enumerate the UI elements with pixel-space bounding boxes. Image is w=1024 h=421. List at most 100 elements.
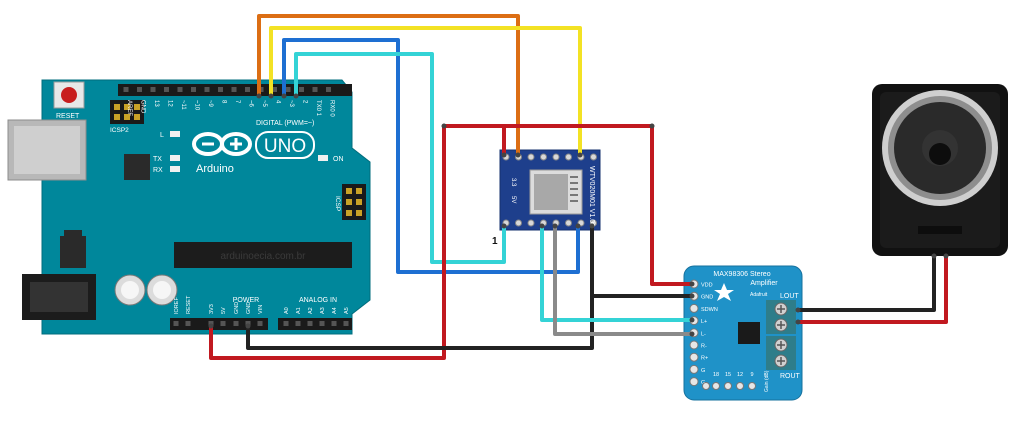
analog-pin-hole xyxy=(331,321,337,326)
lout-label: LOUT xyxy=(780,293,799,300)
digital-pin-label: 4 xyxy=(275,100,281,104)
amp-pin-label: R+ xyxy=(701,356,708,362)
power-pin-label: RESET xyxy=(186,295,192,314)
wire-end-dot xyxy=(689,293,695,299)
analog-pin-hole xyxy=(343,321,349,326)
analog-pin-hole xyxy=(295,321,301,326)
power-pin-hole xyxy=(185,321,191,326)
power-pin-hole xyxy=(220,321,226,326)
uno-text: UNO xyxy=(264,136,306,157)
wire-end-dot xyxy=(931,253,937,259)
gain-pad xyxy=(736,382,744,390)
uno-badge xyxy=(255,131,315,159)
wire-end-dot xyxy=(649,123,655,129)
wire-end-dot xyxy=(281,93,287,99)
speaker xyxy=(872,84,1008,256)
gain-value-label: 9 xyxy=(750,372,753,378)
module-pin-top xyxy=(590,153,597,161)
digital-pin-hole xyxy=(272,87,277,92)
reset-label: RESET xyxy=(56,113,80,120)
wire-yellow xyxy=(269,26,582,157)
power-pin-label: GND xyxy=(234,302,240,314)
gain-value-label: 15 xyxy=(725,372,731,378)
screw-rout-2 xyxy=(774,354,788,368)
power-pin-hole xyxy=(173,321,179,326)
digital-pin-hole xyxy=(326,87,331,92)
voltage-regulator xyxy=(60,236,86,268)
digital-pin-label: AREF xyxy=(126,100,132,116)
analog-pin-label: A5 xyxy=(344,307,350,314)
wire-cyan xyxy=(294,52,506,264)
wire-end-dot xyxy=(441,123,447,129)
amp-pin xyxy=(689,377,699,387)
amp-pin xyxy=(689,364,699,374)
module-3v3-label: 3.3 xyxy=(510,178,516,187)
wire-end-dot xyxy=(689,331,695,337)
wire-endpoints xyxy=(208,93,949,337)
wire-end-dot xyxy=(943,253,949,259)
led-on-label: ON xyxy=(333,156,344,163)
wire-end-dot xyxy=(539,223,545,229)
wire-end-dot xyxy=(256,93,262,99)
analog-pin-label: A3 xyxy=(320,307,326,314)
module-pin-bottom xyxy=(565,219,572,227)
screw-rout-1 xyxy=(774,338,788,352)
wire-end-dot xyxy=(208,323,214,329)
module-pin1-label: 1 xyxy=(492,236,498,247)
max98306-amplifier: MAX98306 Stereo Amplifier Adafruit VDDGN… xyxy=(683,265,803,401)
digital-pin-hole xyxy=(150,87,156,92)
wire-gray-audio xyxy=(553,224,694,336)
wire-blue xyxy=(282,38,580,274)
digital-pin-hole xyxy=(191,87,196,92)
wire-end-dot xyxy=(795,307,801,313)
digital-pin-hole xyxy=(137,87,142,92)
digital-pin-label: TX0 1 xyxy=(315,100,321,117)
wire-end-dot xyxy=(501,152,507,158)
digital-pin-hole xyxy=(123,87,129,92)
module-pin-top xyxy=(540,153,547,161)
atmega-chip xyxy=(174,242,352,268)
digital-pin-label: ~11 xyxy=(180,100,186,110)
digital-pin-label: ~10 xyxy=(194,100,200,111)
digital-pin-hole xyxy=(285,87,291,92)
led-on xyxy=(318,155,328,161)
digital-pin-label: ~9 xyxy=(207,100,213,108)
wire-black-speaker xyxy=(796,254,936,312)
amp-pin-label: G xyxy=(701,380,705,386)
wire-red-speaker xyxy=(796,254,948,324)
wire-end-dot xyxy=(552,223,558,229)
digital-pin-hole xyxy=(164,87,169,92)
led-tx-label: TX xyxy=(153,156,162,163)
gain-label: Gain (dB) xyxy=(764,370,770,392)
digital-pin-label: 13 xyxy=(153,100,159,107)
screw-lout-1 xyxy=(774,302,788,316)
gain-pad xyxy=(748,382,756,390)
digital-pin-hole xyxy=(177,87,183,92)
wire-end-dot xyxy=(245,323,251,329)
wire-end-dot xyxy=(689,281,695,287)
amp-pin-label: L+ xyxy=(701,319,707,325)
amp-pin-label: L- xyxy=(701,331,706,337)
gain-pad xyxy=(702,382,710,390)
analog-pin-label: A0 xyxy=(284,307,290,314)
analog-pin-hole xyxy=(283,321,289,326)
analog-pin-hole xyxy=(307,321,313,326)
rout-label: ROUT xyxy=(780,373,801,380)
digital-pin-hole xyxy=(245,87,250,92)
wire-end-dot xyxy=(575,223,581,229)
icsp2-header xyxy=(110,100,144,124)
module-pin-bottom xyxy=(515,219,522,227)
digital-pin-hole xyxy=(204,87,210,92)
led-rx-label: RX xyxy=(153,167,163,174)
digital-pin-label: 7 xyxy=(234,100,240,104)
power-pin-label: GND xyxy=(246,302,252,314)
arduino-infinity-logo xyxy=(192,132,252,156)
wire-end-dot xyxy=(589,223,595,229)
amp-pin-label: R- xyxy=(701,344,707,350)
digital-pin-label: GND xyxy=(140,100,146,114)
digital-pin-hole xyxy=(231,87,237,92)
arduino-brand: Arduino xyxy=(196,163,234,175)
digital-pin-label: 2 xyxy=(302,100,308,104)
digital-pin-hole xyxy=(312,87,318,92)
